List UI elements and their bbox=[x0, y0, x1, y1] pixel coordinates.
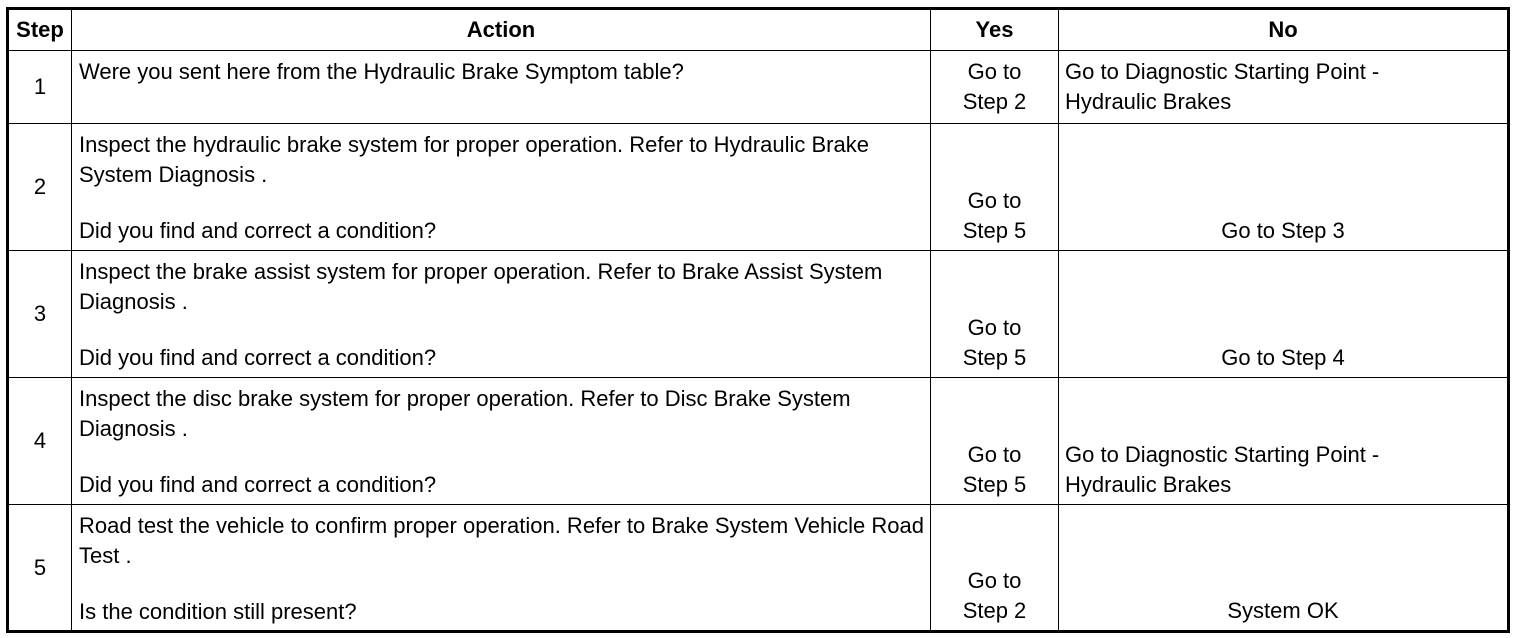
no-link[interactable]: Go to Diagnostic Starting Point - Hydrau… bbox=[1065, 59, 1380, 114]
step-number: 4 bbox=[7, 377, 72, 505]
step-number: 5 bbox=[7, 504, 72, 632]
yes-cell: Go to Step 2 bbox=[930, 504, 1059, 632]
header-action: Action bbox=[71, 8, 931, 51]
action-text: Inspect the disc brake system for proper… bbox=[79, 386, 851, 441]
header-no: No bbox=[1058, 8, 1509, 51]
action-cell: Were you sent here from the Hydraulic Br… bbox=[71, 50, 931, 124]
no-link[interactable]: Go to Step 3 bbox=[1221, 218, 1345, 243]
no-cell: Go to Diagnostic Starting Point - Hydrau… bbox=[1058, 377, 1509, 505]
step-number: 3 bbox=[7, 250, 72, 378]
no-link[interactable]: Go to Step 4 bbox=[1221, 345, 1345, 370]
yes-cell: Go to Step 5 bbox=[930, 123, 1059, 251]
action-text: Were you sent here from the Hydraulic Br… bbox=[79, 59, 684, 84]
action-cell: Inspect the brake assist system for prop… bbox=[71, 250, 931, 378]
yes-link[interactable]: Go to Step 2 bbox=[962, 59, 1027, 114]
diagnostic-table: Step Action Yes No 1 Were you sent here … bbox=[6, 7, 1510, 633]
header-yes: Yes bbox=[930, 8, 1059, 51]
action-text: Road test the vehicle to confirm proper … bbox=[79, 513, 924, 568]
no-cell: Go to Step 4 bbox=[1058, 250, 1509, 378]
table-row: 5 Road test the vehicle to confirm prope… bbox=[7, 504, 1509, 632]
action-question: Did you find and correct a condition? bbox=[79, 218, 437, 243]
action-cell: Road test the vehicle to confirm proper … bbox=[71, 504, 931, 632]
no-cell: System OK bbox=[1058, 504, 1509, 632]
yes-cell: Go to Step 5 bbox=[930, 250, 1059, 378]
yes-link[interactable]: Go to Step 5 bbox=[962, 442, 1027, 497]
table-row: 2 Inspect the hydraulic brake system for… bbox=[7, 123, 1509, 251]
yes-link[interactable]: Go to Step 5 bbox=[962, 315, 1027, 370]
header-step: Step bbox=[7, 8, 72, 51]
action-text: Inspect the brake assist system for prop… bbox=[79, 259, 883, 314]
table-row: 4 Inspect the disc brake system for prop… bbox=[7, 377, 1509, 505]
step-number: 2 bbox=[7, 123, 72, 251]
no-cell: Go to Step 3 bbox=[1058, 123, 1509, 251]
action-question: Did you find and correct a condition? bbox=[79, 472, 437, 497]
yes-cell: Go to Step 2 bbox=[930, 50, 1059, 124]
no-cell: Go to Diagnostic Starting Point - Hydrau… bbox=[1058, 50, 1509, 124]
yes-link[interactable]: Go to Step 5 bbox=[962, 188, 1027, 243]
header-row: Step Action Yes No bbox=[7, 8, 1509, 51]
action-question: Did you find and correct a condition? bbox=[79, 345, 437, 370]
no-link[interactable]: System OK bbox=[1227, 598, 1339, 623]
yes-link[interactable]: Go to Step 2 bbox=[962, 568, 1027, 623]
yes-cell: Go to Step 5 bbox=[930, 377, 1059, 505]
action-cell: Inspect the hydraulic brake system for p… bbox=[71, 123, 931, 251]
table-row: 1 Were you sent here from the Hydraulic … bbox=[7, 50, 1509, 124]
table-row: 3 Inspect the brake assist system for pr… bbox=[7, 250, 1509, 378]
action-question: Is the condition still present? bbox=[79, 599, 357, 624]
step-number: 1 bbox=[7, 50, 72, 124]
no-link[interactable]: Go to Diagnostic Starting Point - Hydrau… bbox=[1065, 442, 1380, 497]
action-text: Inspect the hydraulic brake system for p… bbox=[79, 132, 869, 187]
action-cell: Inspect the disc brake system for proper… bbox=[71, 377, 931, 505]
